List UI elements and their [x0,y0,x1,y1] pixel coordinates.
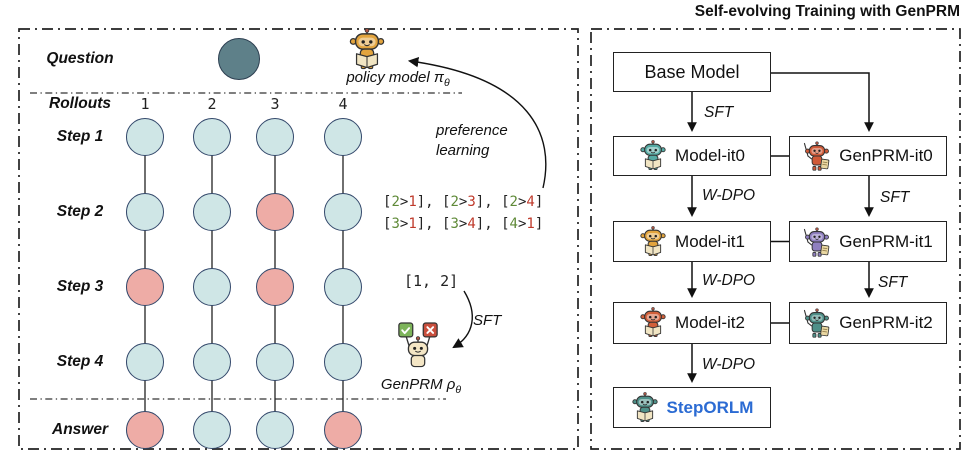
rollout-step-circle-bad [324,411,362,449]
edge-label-wdpo-1: W-DPO [702,272,756,289]
rollout-step-circle-good [126,343,164,381]
right-panel-title: Self-evolving Training with GenPRM [694,3,960,20]
rollout-step-circle-bad [126,268,164,306]
node-genprm-it1: GenPRM-it1 [789,221,947,262]
policy-model-robot-icon [348,28,386,72]
rollout-step-circle-good [193,193,231,231]
question-label: Question [46,50,114,67]
edge-label-sft-1: SFT [880,189,910,206]
rollout-step-circle-good [126,118,164,156]
genprm-it2-robot-icon [803,307,831,339]
sft-label: SFT [473,312,502,329]
rollout-step-circle-good [193,118,231,156]
selected-pair: [1, 2] [404,272,459,290]
preference-learning-label: preference learning [436,122,508,159]
genprm-it0-robot-icon [803,140,831,172]
rollout-step-circle-good [324,118,362,156]
rollouts-label: Rollouts [49,95,111,112]
rollout-step-circle-good [324,193,362,231]
genprm-judge-robot-icon [396,322,440,370]
model-it2-robot-icon [639,307,667,339]
node-genprm-it0: GenPRM-it0 [789,136,947,176]
edge-label-wdpo-2: W-DPO [702,356,756,373]
rollout-step-circle-good [193,268,231,306]
rollout-step-circle-good [324,343,362,381]
genprm-it1-robot-icon [803,226,831,258]
edge-label-wdpo-0: W-DPO [702,187,756,204]
rollout-step-circle-good [256,411,294,449]
node-model-it2: Model-it2 [613,302,771,344]
preference-learning-arrow [407,56,547,189]
left-panel-border [18,28,579,450]
rollout-step-circle-good [193,411,231,449]
left-panel-drawing [18,28,579,450]
edge-label-sft-2: SFT [878,274,908,291]
rollout-step-circle-good [256,343,294,381]
self-evolving-training-panel: Base Model Model-it0 GenPRM-it0 Model-it… [590,28,962,451]
row-label: Step 1 [56,128,104,145]
rollout-number: 3 [270,95,280,113]
rollout-step-circle-bad [126,411,164,449]
node-genprm-it2: GenPRM-it2 [789,302,947,344]
rollout-step-circle-good [256,118,294,156]
rollout-number: 1 [140,95,150,113]
question-circle [218,38,260,80]
steporlm-robot-icon [631,392,659,424]
flowchart-drawing [590,28,961,450]
rollout-step-circle-good [193,343,231,381]
row-label: Step 3 [56,278,104,295]
node-steporlm: StepORLM [613,387,771,428]
rollout-number: 2 [207,95,217,113]
edge-base-to-genprm0 [771,72,874,132]
rollout-step-circle-good [126,193,164,231]
node-model-it0: Model-it0 [613,136,771,176]
model-it0-robot-icon [639,140,667,172]
preference-pairs: [2>1], [2>3], [2>4][3>1], [3>4], [4>1] [383,194,544,232]
edge-label-sft-0: SFT [704,104,734,121]
model-it1-robot-icon [639,226,667,258]
rollout-step-circle-good [324,268,362,306]
row-label: Step 4 [56,353,104,370]
node-base-model: Base Model [613,52,771,92]
rollout-step-circle-bad [256,268,294,306]
sft-arrow [452,290,473,349]
rollout-step-circle-bad [256,193,294,231]
genprm-label: GenPRM ρθ [380,376,462,396]
row-label: Step 2 [56,203,104,220]
rollout-sampling-panel: Question Rollouts policy model πθ prefer… [18,28,580,451]
rollout-number: 4 [338,95,348,113]
node-model-it1: Model-it1 [613,221,771,262]
row-label: Answer [52,421,108,438]
right-panel-border [590,28,961,450]
policy-model-label: policy model πθ [346,69,450,89]
